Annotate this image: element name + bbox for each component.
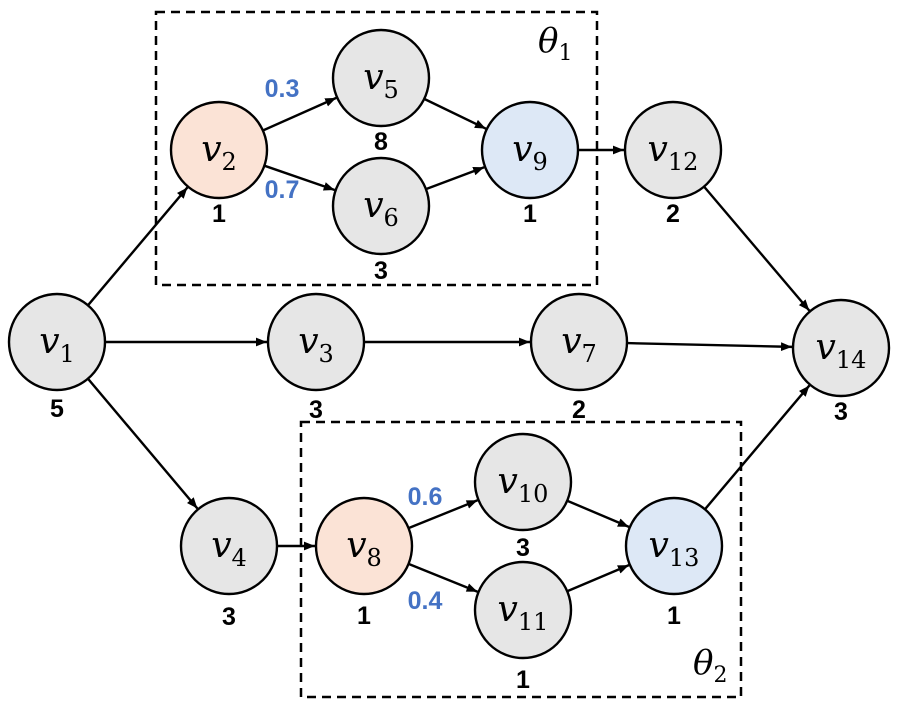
group-box-theta2 (299, 420, 743, 699)
node-weight-v1: 5 (50, 395, 64, 423)
node-circle-v6 (331, 156, 431, 256)
node-v14: v14 (791, 298, 891, 398)
node-v13: v13 (624, 496, 724, 596)
node-v11: v11 (473, 560, 573, 660)
node-weight-v14: 3 (834, 398, 848, 426)
node-label-v2: v2 (201, 129, 237, 176)
node-label-v10: v10 (498, 461, 549, 508)
node-circle-v11 (473, 560, 573, 660)
node-v9: v9 (480, 100, 580, 200)
node-circle-v12 (623, 100, 723, 200)
node-circle-v2 (169, 100, 269, 200)
node-label-v13: v13 (649, 525, 700, 572)
node-circle-v8 (314, 496, 414, 596)
edge-probability-v8-v11: 0.4 (408, 587, 443, 615)
node-circle-v3 (266, 292, 366, 392)
edge-v1-v2 (87, 186, 189, 307)
node-weight-v4: 3 (222, 603, 236, 631)
node-label-v8: v8 (346, 525, 382, 572)
edge-v1-v4 (87, 377, 199, 510)
group-label-theta1: θ1 (538, 21, 572, 66)
node-circle-v4 (179, 496, 279, 596)
node-label-v4: v4 (211, 525, 247, 572)
node-circle-v13 (624, 496, 724, 596)
node-label-v3: v3 (298, 321, 334, 368)
node-v3: v3 (266, 292, 366, 392)
edge-v8-v11 (408, 562, 478, 593)
edge-v5-v9 (423, 97, 487, 130)
edge-v2-v6 (263, 164, 336, 192)
edge-v6-v9 (425, 166, 485, 191)
edge-v13-v14 (704, 384, 811, 511)
node-label-v9: v9 (512, 129, 548, 176)
node-circle-v5 (331, 28, 431, 128)
node-weight-v13: 1 (667, 602, 681, 630)
node-v6: v6 (331, 156, 431, 256)
edge-v10-v13 (566, 499, 630, 528)
edge-v8-v10 (408, 499, 478, 530)
node-v5: v5 (331, 28, 431, 128)
node-label-v6: v6 (363, 185, 399, 232)
node-label-v11: v11 (498, 589, 549, 636)
group-box-theta1 (154, 10, 599, 287)
edge-v7-v14 (626, 341, 793, 352)
node-circle-v1 (7, 292, 107, 392)
node-circle-v7 (529, 292, 629, 392)
node-weight-v11: 1 (516, 666, 530, 694)
node-weight-v7: 2 (572, 396, 586, 424)
node-v4: v4 (179, 496, 279, 596)
node-weight-v3: 3 (309, 396, 323, 424)
edge-probability-v8-v10: 0.6 (408, 483, 443, 511)
node-circle-v9 (480, 100, 580, 200)
node-v7: v7 (529, 292, 629, 392)
node-v12: v12 (623, 100, 723, 200)
node-weight-v12: 2 (666, 200, 680, 228)
edge-probability-v2-v5: 0.3 (265, 75, 300, 103)
node-v1: v1 (7, 292, 107, 392)
node-weight-v2: 1 (212, 200, 226, 228)
edge-probability-v2-v6: 0.7 (265, 176, 300, 204)
node-weight-v9: 1 (523, 200, 537, 228)
group-label-theta2: θ2 (693, 643, 727, 688)
node-label-v7: v7 (561, 321, 597, 368)
node-v10: v10 (473, 432, 573, 532)
node-label-v5: v5 (363, 57, 399, 104)
edge-v2-v5 (262, 96, 337, 132)
node-weight-v8: 1 (357, 602, 371, 630)
node-label-v12: v12 (648, 129, 699, 176)
node-circle-v14 (791, 298, 891, 398)
node-weight-v5: 8 (374, 128, 388, 156)
node-v8: v8 (314, 496, 414, 596)
node-weight-v6: 3 (374, 257, 388, 285)
edge-v11-v13 (566, 564, 630, 593)
node-circle-v10 (473, 432, 573, 532)
node-v2: v2 (169, 100, 269, 200)
node-weight-v10: 3 (516, 534, 530, 562)
node-label-v1: v1 (39, 321, 75, 368)
node-label-v14: v14 (816, 327, 867, 374)
edge-v12-v14 (703, 185, 811, 312)
